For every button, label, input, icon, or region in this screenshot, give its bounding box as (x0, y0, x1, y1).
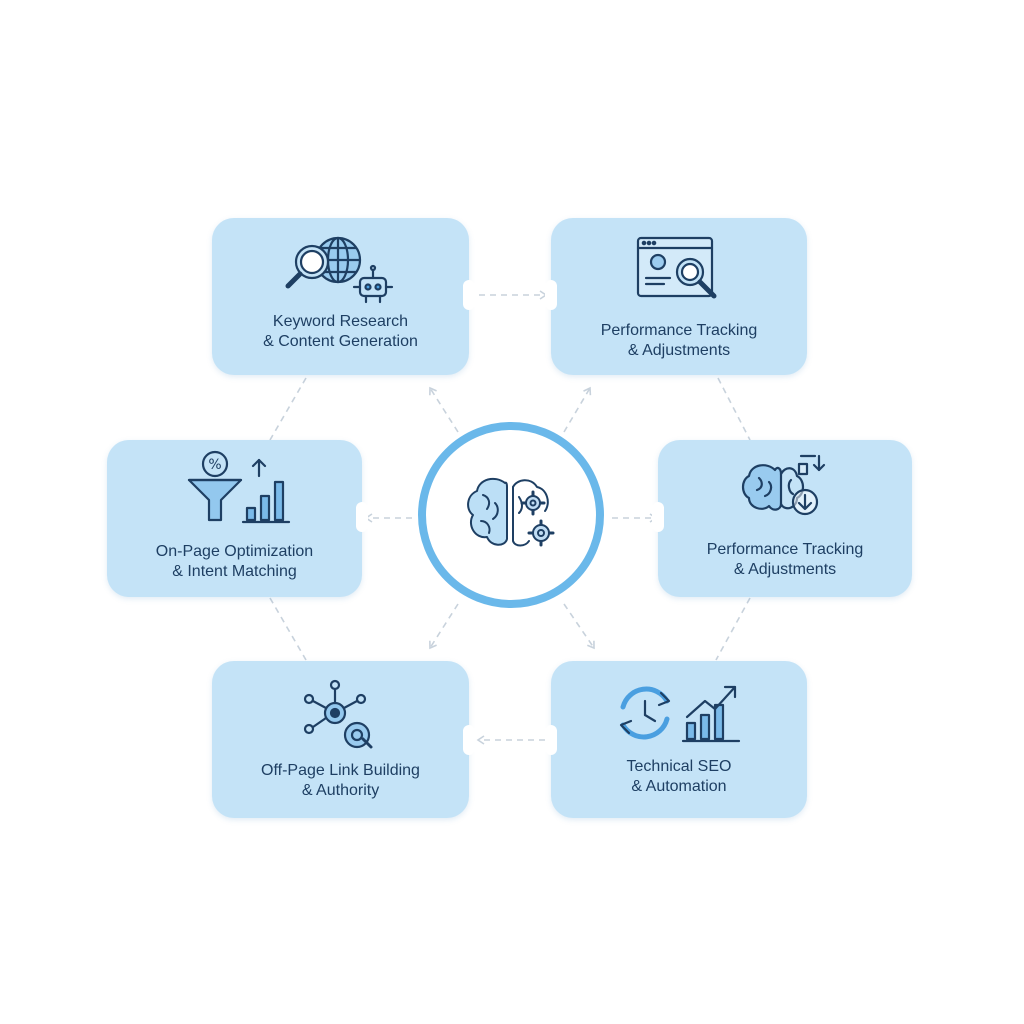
cycle-growth-icon (619, 685, 741, 743)
card-label-line1: Technical SEO (626, 758, 732, 775)
connector-outer-4 (715, 597, 751, 661)
center-hub (418, 422, 604, 608)
card-on-page-optimization: % On-Page Optimization & Intent Matching (107, 440, 368, 597)
connector-outer-2 (717, 377, 751, 441)
card-performance-tracking-right: Performance Tracking & Adjustments (652, 440, 912, 597)
card-label-line2: & Intent Matching (172, 563, 297, 580)
brain-gears-icon (467, 477, 555, 547)
connector-outer-1 (269, 377, 307, 441)
card-label-line2: & Authority (301, 782, 380, 799)
brain-download-icon (741, 454, 826, 516)
card-label-line2: & Content Generation (263, 333, 418, 350)
connector-hub-tr (563, 386, 592, 433)
card-off-page-link-building: Off-Page Link Building & Authority (212, 661, 475, 818)
globe-search-robot-icon (285, 236, 393, 304)
connector-hub-br (563, 603, 595, 650)
funnel-chart-icon: % (187, 450, 290, 524)
connector-hub-bl (429, 603, 459, 650)
card-label-line1: Off-Page Link Building (261, 762, 420, 779)
svg-text:%: % (208, 457, 221, 473)
network-link-icon (303, 679, 372, 749)
card-technical-seo: Technical SEO & Automation (545, 661, 807, 818)
card-performance-tracking-top: Performance Tracking & Adjustments (545, 218, 807, 375)
card-label-line2: & Automation (631, 778, 727, 795)
card-label-line2: & Adjustments (627, 342, 731, 359)
connector-outer-3 (269, 597, 307, 661)
connector-hub-tl (429, 386, 459, 433)
card-label-line2: & Adjustments (733, 561, 837, 578)
card-label-line1: Keyword Research (272, 313, 409, 330)
card-keyword-research: Keyword Research & Content Generation (212, 218, 475, 375)
card-label-line1: Performance Tracking (600, 322, 758, 339)
browser-search-icon (636, 236, 717, 299)
card-label-line1: Performance Tracking (706, 541, 864, 558)
card-label-line1: On-Page Optimization (155, 543, 314, 560)
